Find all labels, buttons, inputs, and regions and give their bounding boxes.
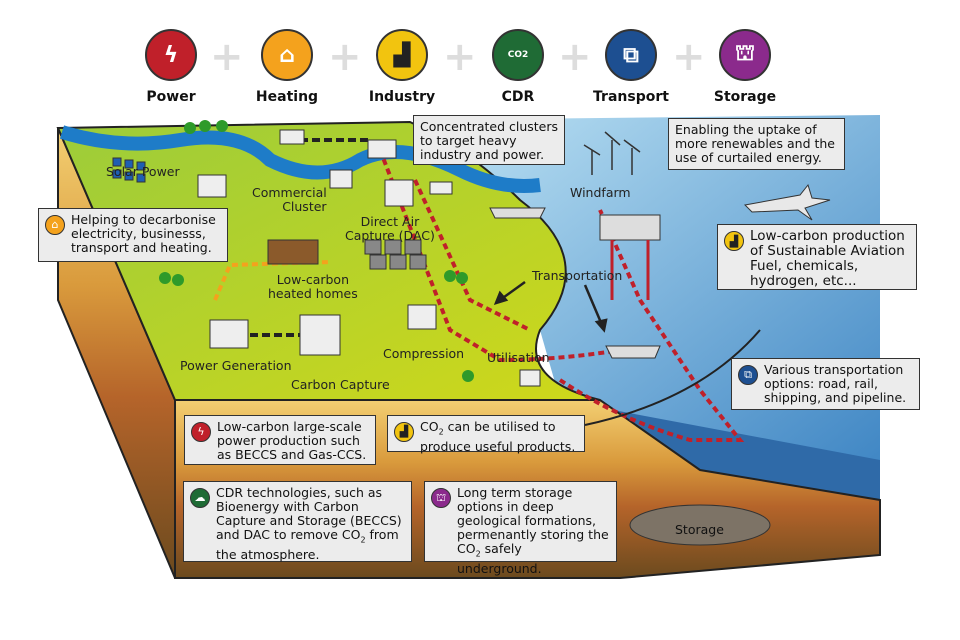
homes-icon bbox=[267, 239, 319, 265]
leader-line bbox=[584, 329, 761, 426]
arrow-icon bbox=[493, 280, 608, 333]
text-part: CO bbox=[420, 419, 439, 434]
plus-icon: + bbox=[443, 34, 477, 80]
sector-label: Heating bbox=[255, 89, 319, 105]
ship-icon bbox=[489, 207, 546, 219]
co2-cloud-icon: ☁ bbox=[190, 488, 210, 508]
subscript: 2 bbox=[360, 535, 366, 545]
callout-text: Various transportation options: road, ra… bbox=[764, 362, 907, 405]
label-carbon-capture: Carbon Capture bbox=[291, 377, 390, 392]
sector-heating: ⌂ Heating bbox=[242, 29, 332, 105]
callout-power: ϟ Low-carbon large-scale power production… bbox=[184, 415, 376, 465]
callout-text: Low-carbon large-scale power production … bbox=[217, 419, 367, 462]
sector-label: Power bbox=[146, 89, 196, 105]
callout-cdr: ☁ CDR technologies, such as Bioenergy wit… bbox=[183, 481, 412, 562]
pipeline-offshore bbox=[558, 209, 745, 442]
label-solar-power: Solar Power bbox=[106, 164, 180, 179]
sector-label: Storage bbox=[713, 89, 777, 105]
callout-transport: ⧉ Various transportation options: road, r… bbox=[731, 358, 920, 410]
storage-reservoir bbox=[629, 504, 771, 546]
route-icon: ⧉ bbox=[605, 29, 657, 81]
lightning-icon: ϟ bbox=[145, 29, 197, 81]
sector-storage: ⛫ Storage bbox=[700, 29, 790, 105]
label-line: Low-carbon bbox=[276, 272, 350, 287]
text-part: can be utilised to produce useful produc… bbox=[420, 419, 576, 454]
house-icon: ⌂ bbox=[45, 215, 65, 235]
text-part: from the atmosphere. bbox=[216, 527, 399, 562]
pipeline bbox=[378, 149, 621, 363]
callout-text: Long term storage options in deep geolog… bbox=[457, 486, 610, 576]
callout-text: Concentrated clusters to target heavy in… bbox=[420, 119, 559, 162]
label-transportation: Transportation bbox=[532, 268, 623, 283]
callout-text: CO2 can be utilised to produce useful pr… bbox=[420, 420, 578, 454]
oil-rig-icon: ⛫ bbox=[719, 29, 771, 81]
airplane-icon bbox=[743, 183, 831, 221]
sector-label: CDR bbox=[501, 89, 535, 105]
text-part: Long term storage options in deep geolog… bbox=[457, 485, 609, 556]
callout-text: CDR technologies, such as Bioenergy with… bbox=[216, 486, 405, 562]
sea-depth bbox=[560, 400, 880, 500]
plus-icon: + bbox=[328, 34, 362, 80]
oil-rig-icon bbox=[599, 214, 661, 300]
subscript: 2 bbox=[475, 549, 481, 559]
callout-heating: ⌂ Helping to decarbonise electricity, bus… bbox=[38, 208, 228, 262]
callout-utilisation: ▟ CO2 can be utilised to produce useful p… bbox=[387, 415, 585, 454]
label-windfarm: Windfarm bbox=[570, 185, 631, 200]
callout-storage: ⛫ Long term storage options in deep geolo… bbox=[424, 481, 617, 575]
plus-icon: + bbox=[210, 34, 244, 80]
route-icon: ⧉ bbox=[738, 365, 758, 385]
ship-icon bbox=[605, 345, 661, 359]
subscript: 2 bbox=[438, 427, 444, 437]
sector-power: ϟ Power bbox=[126, 29, 216, 105]
callout-clusters: Concentrated clusters to target heavy in… bbox=[413, 115, 565, 165]
factory-icon: ▟ bbox=[724, 231, 744, 251]
callout-text: Enabling the uptake of more renewables a… bbox=[675, 122, 835, 165]
oil-rig-icon: ⛫ bbox=[431, 488, 451, 508]
callout-text: Helping to decarbonise electricity, busi… bbox=[71, 212, 216, 255]
factory-icon: ▟ bbox=[376, 29, 428, 81]
factory-icon: ▟ bbox=[394, 422, 414, 442]
label-line: Direct Air bbox=[360, 214, 420, 229]
river bbox=[59, 125, 541, 193]
label-utilisation: Utilisation bbox=[487, 350, 550, 365]
callout-renewables: Enabling the uptake of more renewables a… bbox=[668, 118, 845, 170]
label-line: Commercial bbox=[252, 185, 327, 200]
co2-cloud-icon: CO2 bbox=[492, 29, 544, 81]
house-icon: ⌂ bbox=[261, 29, 313, 81]
label-compression: Compression bbox=[383, 346, 465, 361]
co2-text: CO2 bbox=[507, 50, 529, 60]
lightning-icon: ϟ bbox=[191, 422, 211, 442]
plus-icon: + bbox=[558, 34, 592, 80]
sector-industry: ▟ Industry bbox=[357, 29, 447, 105]
text-part: CDR technologies, such as Bioenergy with… bbox=[216, 485, 402, 542]
trees-icon bbox=[159, 120, 474, 382]
label-line: Capture (DAC) bbox=[345, 228, 435, 243]
text-part: safely underground. bbox=[457, 541, 542, 576]
sector-cdr: CO2 CDR bbox=[473, 29, 563, 105]
label-storage: Storage bbox=[675, 522, 724, 537]
callout-aviation: ▟ Low-carbon production of Sustainable Av… bbox=[717, 224, 917, 290]
label-line: heated homes bbox=[268, 286, 358, 301]
label-line: Cluster bbox=[282, 199, 327, 214]
callout-text: Low-carbon production of Sustainable Avi… bbox=[750, 228, 905, 289]
solar-panels-icon bbox=[112, 157, 146, 183]
sector-transport: ⧉ Transport bbox=[586, 29, 676, 105]
sector-label: Industry bbox=[368, 89, 436, 105]
sector-label: Transport bbox=[593, 89, 669, 105]
dac-units-icon bbox=[364, 239, 427, 270]
industrial-buildings-icon bbox=[197, 129, 541, 387]
plus-icon: + bbox=[672, 34, 706, 80]
label-power-generation: Power Generation bbox=[180, 358, 292, 373]
wind-turbines-icon bbox=[583, 131, 641, 175]
